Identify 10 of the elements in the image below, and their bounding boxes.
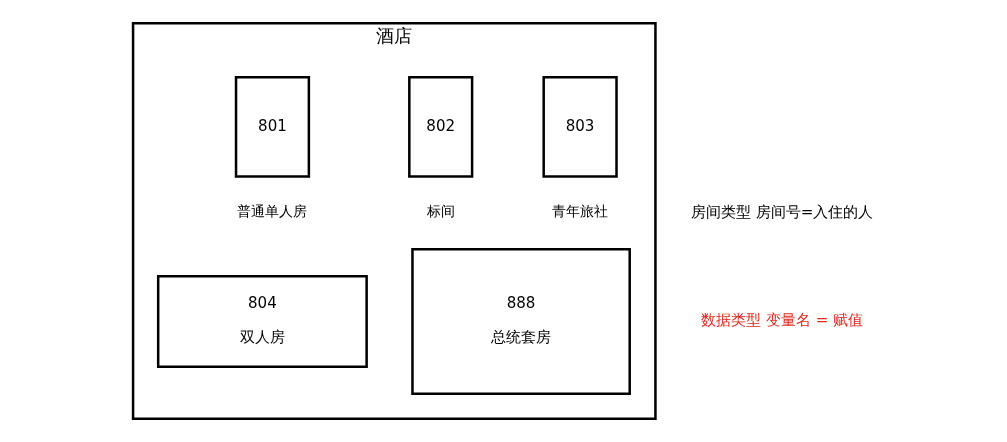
label: 房间类型 房间号=入住的人 [691, 202, 874, 221]
label: 数据类型 变量名 = 赋值 [701, 311, 864, 330]
node-box: 802 [408, 75, 474, 178]
node-label: 普通单人房 [237, 203, 308, 220]
node-label: 标间 [426, 203, 455, 220]
node-box: 803 [542, 75, 618, 178]
node-label: 青年旅社 [552, 203, 609, 220]
node-box: 804 双人房 [156, 275, 368, 368]
node-box: 888 总统套房 [411, 248, 631, 395]
node-box: 801 [234, 75, 311, 178]
